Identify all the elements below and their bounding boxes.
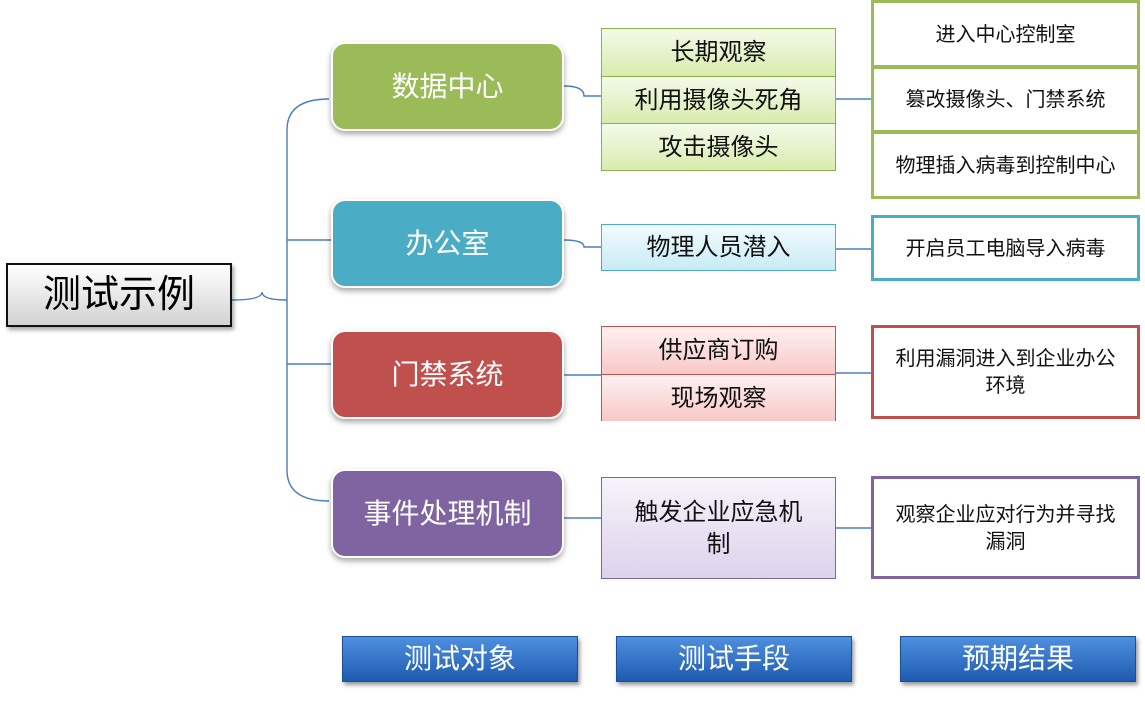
methods-group-incident-response: 触发企业应急机制 [601, 477, 836, 579]
link-cat2-methods [563, 239, 601, 248]
result-node: 篡改摄像头、门禁系统 [871, 66, 1140, 133]
footer-label-test-object: 测试对象 [342, 636, 578, 682]
method-node: 物理人员潜入 [646, 233, 791, 262]
category-access-control: 门禁系统 [331, 330, 564, 419]
result-node: 观察企业应对行为并寻找漏洞 [871, 476, 1140, 579]
methods-group-access-control: 供应商订购 现场观察 [601, 326, 836, 421]
method-node: 长期观察 [602, 29, 835, 76]
method-node: 利用摄像头死角 [602, 76, 835, 123]
methods-group-data-center: 长期观察 利用摄像头死角 攻击摄像头 [601, 28, 836, 171]
category-data-center: 数据中心 [331, 42, 564, 131]
methods-group-office: 物理人员潜入 [601, 224, 836, 271]
category-office: 办公室 [331, 199, 564, 288]
result-node: 物理插入病毒到控制中心 [871, 131, 1140, 199]
method-node: 攻击摄像头 [602, 123, 835, 170]
footer-label-test-means: 测试手段 [616, 636, 852, 682]
root-connector [231, 291, 288, 301]
category-incident-response: 事件处理机制 [331, 469, 564, 558]
footer-label-expected-result: 预期结果 [900, 636, 1136, 682]
method-node: 现场观察 [602, 374, 835, 421]
result-node: 利用漏洞进入到企业办公环境 [871, 325, 1140, 419]
trunk-line [286, 98, 330, 502]
result-node: 开启员工电脑导入病毒 [871, 215, 1140, 281]
method-node: 触发企业应急机制 [634, 497, 803, 558]
link-cat1-methods [563, 85, 601, 97]
root-node: 测试示例 [6, 263, 232, 327]
result-node: 进入中心控制室 [871, 0, 1140, 68]
method-node: 供应商订购 [602, 327, 835, 374]
